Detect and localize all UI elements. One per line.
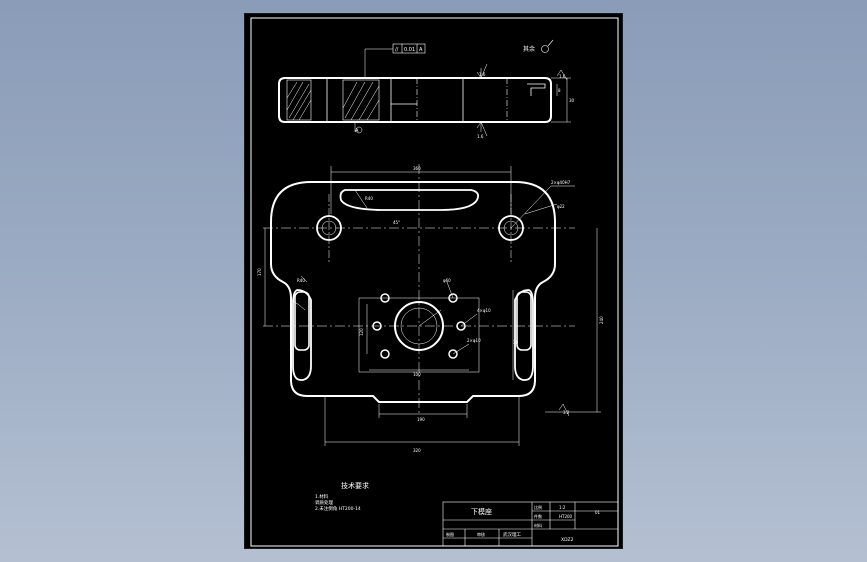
tb-checked-label: 审核 bbox=[477, 531, 485, 537]
roughness-top: 1.6 bbox=[479, 72, 486, 77]
hatch-mid bbox=[342, 81, 380, 121]
tb-qty-label: 件数 bbox=[534, 513, 542, 519]
tb-drawing-no: XDZ2 bbox=[561, 537, 574, 543]
dim-plate: 8 bbox=[558, 88, 561, 93]
tb-scale-label: 比例 bbox=[534, 504, 542, 510]
tech-title: 技术要求 bbox=[341, 481, 369, 490]
plan-view bbox=[263, 164, 601, 446]
side-section-view bbox=[278, 58, 571, 137]
title-part-name: 下模座 bbox=[471, 507, 492, 516]
title-block bbox=[442, 501, 619, 547]
roughness-symbol-icon bbox=[541, 45, 549, 53]
surface-rest-label: 其余 bbox=[523, 45, 535, 53]
dim-overall: 360 bbox=[413, 166, 421, 171]
plan-dim-labels: 360 320 190 170 240 120 30 100 2×φ40H7 φ… bbox=[257, 166, 604, 453]
drawing-border bbox=[250, 17, 619, 547]
drawing-canvas: // 0.01 A 其余 A 1.6 1.6 1.6 30 8 bbox=[250, 17, 619, 547]
tech-note-2: 调质处理 bbox=[315, 499, 333, 506]
dim-offset: 30 bbox=[513, 340, 519, 345]
small-holes: 4×φ10 bbox=[477, 308, 491, 313]
roughness-base: 3.2 bbox=[563, 410, 570, 415]
dim-thickness: 30 bbox=[569, 98, 575, 103]
roughness-side: 1.6 bbox=[559, 74, 566, 79]
tb-scale: 1:2 bbox=[559, 505, 566, 510]
dim-hole-spacing: 100 bbox=[413, 372, 421, 377]
tech-note-3: 2.未注倒角 HT200-14 bbox=[315, 505, 361, 512]
tb-material-label: 材料 bbox=[534, 522, 542, 528]
tb-drawn-label: 制图 bbox=[446, 531, 454, 537]
drawing-sheet: // 0.01 A 其余 A 1.6 1.6 1.6 30 8 bbox=[244, 13, 623, 549]
dia-center: φ60 bbox=[443, 278, 451, 283]
tb-material: HT200 bbox=[559, 514, 573, 519]
roughness-bottom: 1.6 bbox=[477, 134, 484, 139]
tolerance-symbol: // bbox=[395, 47, 399, 53]
dim-side-a: 120 bbox=[359, 328, 364, 336]
tb-school: 武汉理工 bbox=[503, 531, 521, 538]
hatch-left bbox=[286, 81, 312, 121]
small-holes-b: 2×φ10 bbox=[467, 338, 481, 343]
tech-note-1: 1.材料 bbox=[315, 493, 329, 500]
tolerance-frame: // 0.01 A bbox=[364, 43, 426, 58]
radius-top: R40 bbox=[365, 196, 373, 201]
radius-corner: R40 bbox=[297, 278, 305, 283]
technical-requirements: 技术要求 1.材料 调质处理 2.未注倒角 HT200-14 bbox=[315, 481, 369, 512]
tolerance-value: 0.01 bbox=[404, 47, 415, 53]
title-block-text: 下模座 比例 1:2 件数 HT200 材料 01 制图 审核 武汉理工 XDZ… bbox=[446, 504, 601, 543]
surface-finish-rest: 其余 bbox=[523, 39, 554, 53]
dim-right: 240 bbox=[599, 316, 604, 324]
tolerance-datum: A bbox=[419, 47, 423, 53]
tb-sheet: 01 bbox=[595, 510, 601, 515]
dia-side: φ22 bbox=[557, 204, 565, 209]
dim-bottom-inner: 190 bbox=[417, 417, 425, 422]
dim-left: 170 bbox=[257, 268, 262, 276]
holes-callout: 2×φ40H7 bbox=[551, 180, 571, 185]
dim-angle: 45° bbox=[393, 220, 400, 225]
dim-bottom: 320 bbox=[413, 448, 421, 453]
datum-a-label: A bbox=[355, 128, 359, 134]
